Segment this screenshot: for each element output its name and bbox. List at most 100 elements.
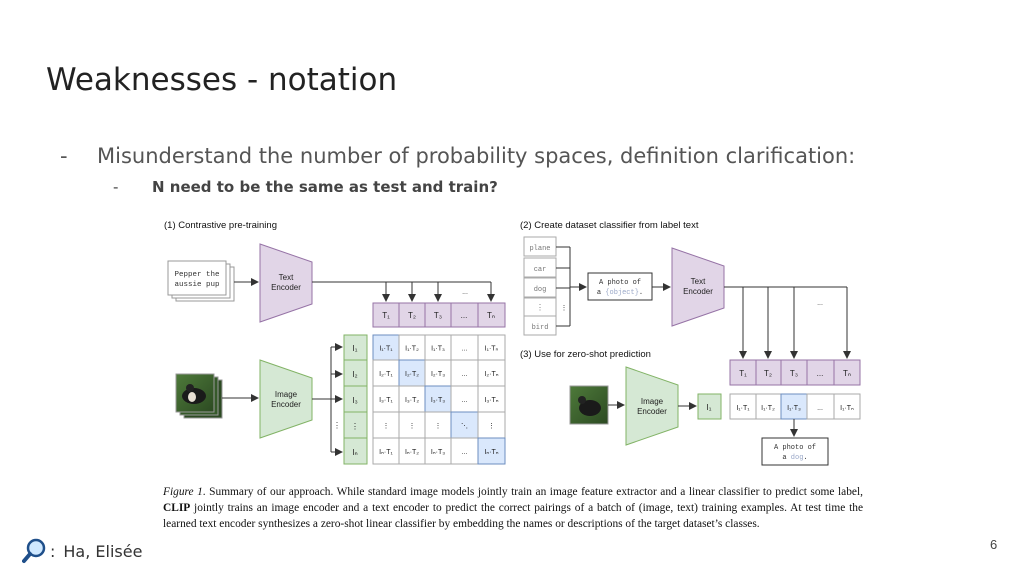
matrix-cell-label: ⋮: [409, 423, 416, 430]
image-token: I₃: [352, 396, 357, 405]
text-token: T₁: [382, 311, 390, 320]
image-token: Iₙ: [352, 448, 357, 457]
matrix-cell: [477, 334, 506, 361]
section3-title: (3) Use for zero-shot prediction: [520, 349, 651, 360]
text-token: T₃: [434, 311, 442, 320]
matrix-cell-label: I₂·T₁: [379, 371, 393, 378]
matrix-cell-label: I₃·T₂: [405, 397, 419, 404]
matrix-cell-label: ...: [462, 449, 468, 456]
matrix-cell-label: I₃·T₃: [431, 397, 445, 404]
class-label: dog: [534, 286, 547, 294]
matrix-cell-label: ⋱: [461, 423, 468, 430]
matrix-cell-label: Iₙ·T₁: [379, 449, 393, 456]
text-encoder-2-ellipsis: ...: [817, 300, 823, 307]
zs-image-token-box: [697, 393, 722, 420]
matrix-cell-label: I₁·T₃: [431, 346, 445, 353]
sub-bullet-text: N need to be the same as test and train?: [152, 178, 498, 196]
matrix-cell-label: Iₙ·T₂: [405, 449, 419, 456]
matrix-cell-label: ...: [462, 397, 468, 404]
image-encoder-block-2: [625, 366, 679, 446]
matrix-cell: [477, 437, 506, 465]
image-token: I₂: [352, 370, 357, 379]
prediction-pre: a: [782, 454, 790, 462]
sub-bullet-dash: -: [113, 178, 119, 196]
text-token-row: T₁ T₂ T₃ ... Tₙ: [372, 302, 506, 328]
matrix-cell-label: I₃·T₁: [379, 397, 393, 404]
input-text-line2: aussie pup: [174, 281, 219, 289]
text-ellipsis: ...: [462, 289, 468, 296]
author-name: Ha, Elisée: [63, 541, 143, 561]
prediction-box: A photo of a dog.: [761, 437, 829, 466]
matrix-cell-label: I₂·Tₙ: [484, 371, 498, 378]
class-label: car: [534, 266, 547, 274]
prompt-line1: A photo of: [599, 279, 641, 287]
matrix-cell-label: I₁·Tₙ: [485, 346, 499, 353]
matrix-cell: [450, 437, 479, 465]
text-encoder-block-2: [671, 247, 725, 327]
image-token: ⋮: [351, 422, 359, 431]
class-label: ⋮: [536, 303, 544, 312]
zs-image-token: I₁: [707, 403, 712, 412]
input-image-stack: [175, 373, 223, 419]
text-token: ...: [461, 311, 468, 320]
image-encoder-label-2: Encoder: [271, 400, 301, 409]
image-token-column: I₁ I₂ I₃ ⋮ Iₙ: [343, 334, 368, 465]
zs-text-token: Tₙ: [843, 369, 851, 378]
image-encoder-2-label-1: Image: [641, 397, 664, 406]
image-token: I₁: [353, 344, 358, 353]
prediction-object: dog: [791, 454, 804, 462]
image-encoder-block: [259, 359, 313, 439]
text-encoder-2-label-1: Text: [691, 277, 706, 286]
matrix-cell: [398, 359, 426, 387]
zs-text-token: ...: [817, 369, 824, 378]
zs-product: I₁·T₂: [761, 405, 775, 412]
caption-text-1: . Summary of our approach. While standar…: [202, 486, 863, 498]
image-encoder-label-1: Image: [275, 390, 298, 399]
matrix-cell-label: Iₙ·Tₙ: [484, 449, 498, 456]
zero-shot-product-row: I₁·T₁ I₁·T₂ I₁·T₃ ... I₁·Tₙ: [729, 393, 861, 420]
matrix-cell-label: I₂·T₃: [431, 371, 445, 378]
prediction-line1: A photo of: [774, 444, 816, 452]
matrix-cell-label: I₃·Tₙ: [484, 397, 498, 404]
prediction-post: .: [803, 454, 807, 462]
text-encoder-label-1: Text: [279, 273, 294, 282]
zs-product: I₁·T₁: [736, 405, 750, 412]
image-encoder-2-label-2: Encoder: [637, 407, 667, 416]
caption-bold: CLIP: [163, 502, 191, 514]
matrix-cell: [398, 334, 426, 361]
bullet-text: Misunderstand the number of probability …: [97, 144, 856, 168]
section1-title: (1) Contrastive pre-training: [164, 220, 277, 231]
prompt-post: .: [639, 289, 643, 297]
caption-text-2: jointly trains an image encoder and a te…: [163, 502, 863, 530]
matrix-cell-label: I₁·T₁: [379, 346, 393, 353]
prompt-line2: a {object}.: [597, 289, 643, 297]
footer-author: : Ha, Elisée: [22, 538, 142, 564]
matrix-cell: [477, 411, 506, 439]
matrix-cell-label: ⋮: [383, 423, 390, 430]
class-label: bird: [532, 324, 549, 332]
zs-text-token: T₁: [739, 369, 747, 378]
label-ellipsis: ⋮: [561, 305, 568, 312]
slide-title: Weaknesses - notation: [46, 62, 398, 98]
prompt-pre: a: [597, 289, 605, 297]
prompt-template-box: A photo of a {object}.: [587, 272, 653, 301]
zero-shot-text-token-row: T₁ T₂ T₃ ... Tₙ: [729, 359, 861, 386]
matrix-cell-label: ...: [462, 346, 468, 353]
matrix-cell: [477, 385, 506, 413]
page-number: 6: [990, 537, 998, 552]
zs-product: ...: [817, 405, 823, 412]
matrix-cell-label: ⋮: [435, 423, 442, 430]
text-token: Tₙ: [487, 311, 495, 320]
matrix-cell-label: ⋮: [488, 423, 495, 430]
image-vertical-ellipsis: ⋮: [333, 421, 341, 430]
matrix-cell: [372, 359, 400, 387]
author-prefix: :: [50, 541, 56, 561]
matrix-cell-label: ...: [462, 371, 468, 378]
section2-title: (2) Create dataset classifier from label…: [520, 220, 699, 231]
prediction-line2: a dog.: [782, 454, 807, 462]
figure-caption: Figure 1. Summary of our approach. While…: [163, 484, 863, 532]
matrix-cell-label: Iₙ·T₃: [431, 449, 445, 456]
bullet-dash: -: [60, 144, 68, 168]
matrix-cell-label: I₁·T₂: [405, 346, 419, 353]
